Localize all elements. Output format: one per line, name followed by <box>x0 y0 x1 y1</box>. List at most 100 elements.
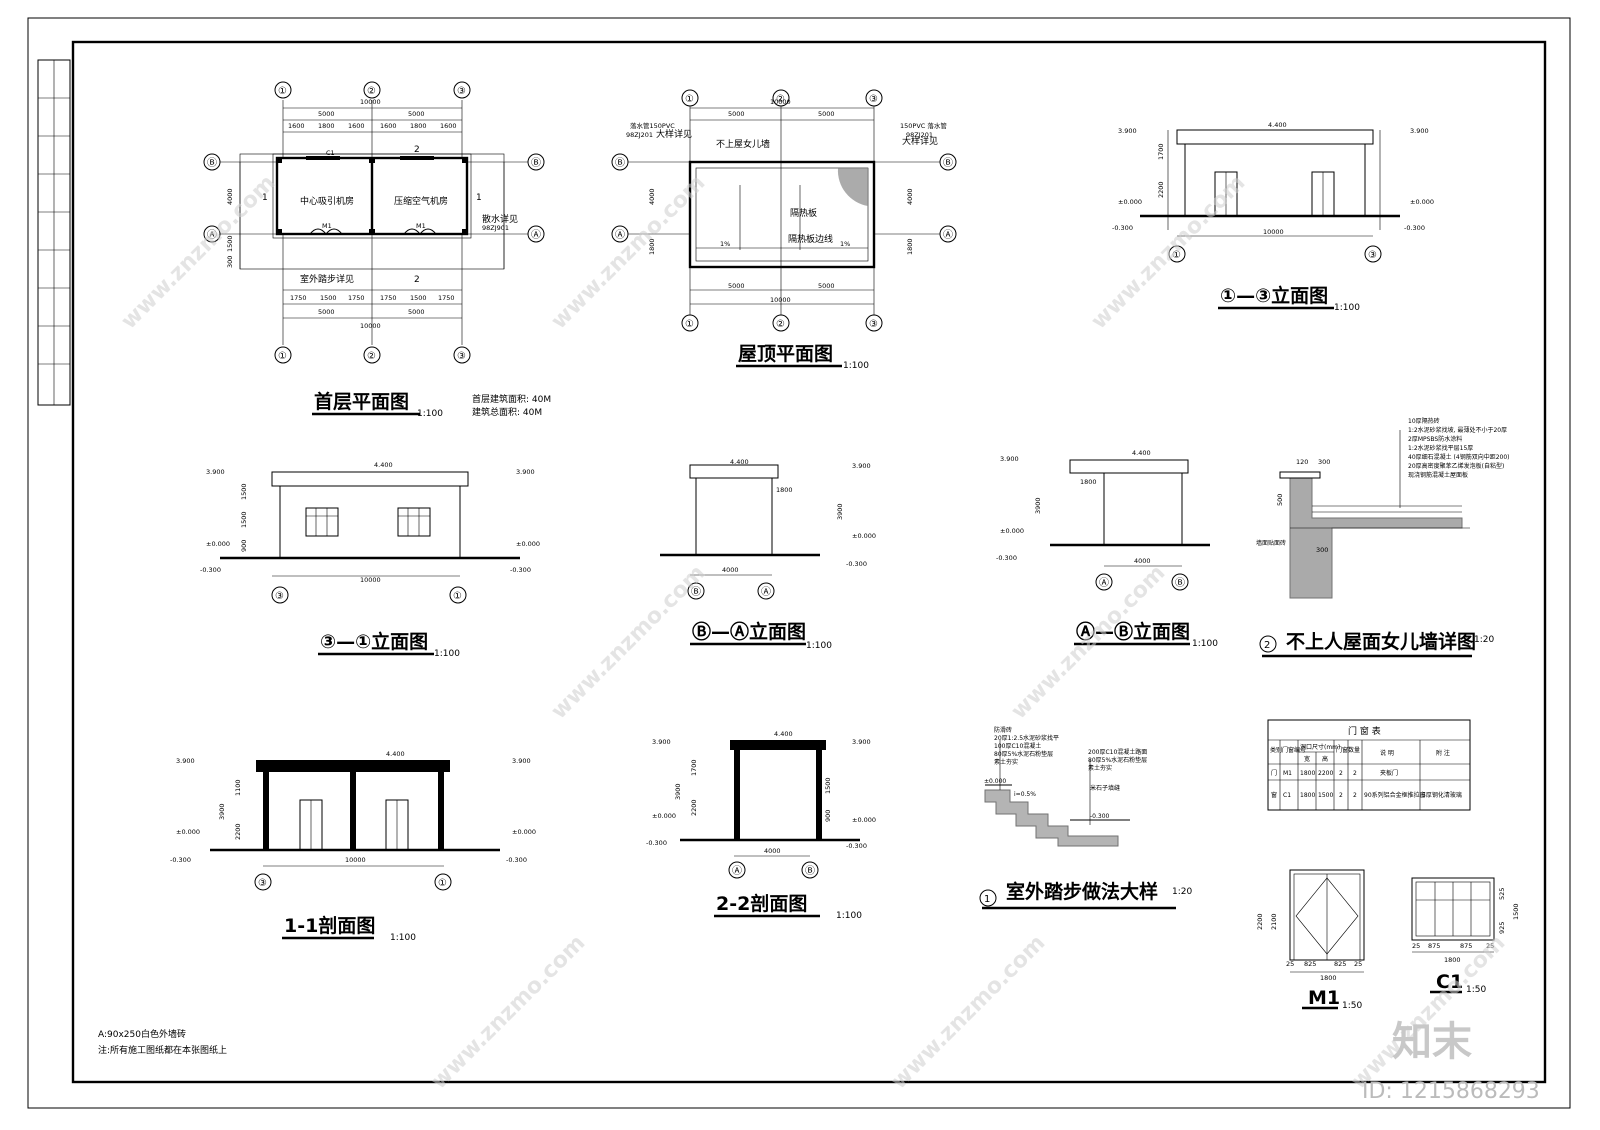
step-note: 室外踏步详见 <box>300 273 354 285</box>
drawing-title: 2-2剖面图 <box>716 892 807 915</box>
table-title: 门 窗 表 <box>1348 725 1381 737</box>
svg-text:www.znzmo.com: www.znzmo.com <box>1347 930 1511 1094</box>
layer-note: 素土夯实 <box>1088 764 1112 772</box>
layer-note: 2厚MPSBS防水涂料 <box>1408 435 1462 443</box>
level: 4.400 <box>1132 449 1151 457</box>
drawing-scale: 1:100 <box>843 361 869 371</box>
window-c1 <box>1411 877 1495 953</box>
layer-note: 1:2水泥砂浆找平层15厚 <box>1408 444 1473 452</box>
level: ±0.000 <box>652 812 676 820</box>
level: 3.900 <box>852 738 871 746</box>
room-label: 中心吸引机房 <box>300 195 354 207</box>
level: 3.900 <box>852 462 871 470</box>
table-cell: 90系列铝合金框推拉窗 <box>1364 791 1426 799</box>
axis-3: ③ <box>1368 250 1377 261</box>
drawing-scale: 1:100 <box>1334 303 1360 313</box>
section-mark: 1 <box>476 193 482 203</box>
dim: 1500 <box>1512 903 1520 920</box>
dim: 1750 <box>290 294 307 302</box>
dim: 10000 <box>360 98 381 106</box>
dim: 1800 <box>776 486 793 494</box>
axis-B: Ⓑ <box>531 157 541 169</box>
axis-B: Ⓑ <box>943 157 953 169</box>
drawing-title: 不上人屋面女儿墙详图 <box>1286 630 1476 653</box>
door-m1 <box>1289 869 1365 973</box>
axis-B: Ⓑ <box>1175 577 1185 589</box>
level: 3.900 <box>1118 127 1137 135</box>
dim: 5000 <box>818 282 835 290</box>
axis-B: Ⓑ <box>615 157 625 169</box>
dim: 1750 <box>438 294 455 302</box>
axis-A: Ⓐ <box>943 229 953 241</box>
level: -0.300 <box>646 839 667 847</box>
section-2-2 <box>680 740 860 879</box>
layer-note: 80厚5%水泥石粉垫层 <box>994 750 1053 758</box>
drawing-title: 首层平面图 <box>314 390 409 413</box>
dim: 900 <box>824 810 832 822</box>
dim: 4000 <box>1134 557 1151 565</box>
axis-B: Ⓑ <box>207 157 217 169</box>
dim: 5000 <box>408 110 425 118</box>
axis-A: Ⓐ <box>207 229 217 241</box>
level: ±0.000 <box>852 532 876 540</box>
level: -0.300 <box>996 554 1017 562</box>
dim: 1700 <box>690 759 698 776</box>
dim: 825 <box>1334 960 1346 968</box>
drawing-scale: 1:100 <box>836 911 862 921</box>
dim: 1100 <box>234 779 242 796</box>
axis-1: ① <box>278 86 287 97</box>
axis-B: Ⓑ <box>691 586 701 598</box>
dim: 5000 <box>728 282 745 290</box>
general-note: 注:所有施工图纸都在本张图纸上 <box>98 1044 227 1056</box>
svg-text:www.znzmo.com: www.znzmo.com <box>427 930 591 1094</box>
table-cell: 夹板门 <box>1380 769 1398 777</box>
table-cell: 1500 <box>1318 792 1333 799</box>
dim: 1600 <box>380 122 397 130</box>
drawing-title: ①—③立面图 <box>1220 284 1328 307</box>
axis-2: ② <box>776 319 785 330</box>
inner-border <box>71 40 1547 1084</box>
level: -0.300 <box>510 566 531 574</box>
dim: 1600 <box>348 122 365 130</box>
level: 3.900 <box>206 468 225 476</box>
level: 3.900 <box>176 757 195 765</box>
dim: 5000 <box>408 308 425 316</box>
side-strip-rows <box>38 60 70 405</box>
axis-2: ② <box>367 86 376 97</box>
detail-number: 1 <box>984 894 990 905</box>
ref-note: 98ZJ201 <box>906 131 933 139</box>
svg-text:www.znzmo.com: www.znzmo.com <box>547 170 711 334</box>
axis-3: ③ <box>869 94 878 105</box>
elevation-b-a <box>660 464 820 600</box>
dim: 1800 <box>648 238 656 255</box>
drawing-title: Ⓐ—Ⓑ立面图 <box>1076 620 1190 643</box>
level: -0.300 <box>846 560 867 568</box>
dim: 1600 <box>440 122 457 130</box>
window-tag: C1 <box>326 149 335 157</box>
drawing-title: 1-1剖面图 <box>284 914 375 937</box>
table-cell: C1 <box>1283 792 1291 799</box>
dim: 5000 <box>728 110 745 118</box>
dim: 4000 <box>906 188 914 205</box>
note: 墙面贴面砖 <box>1256 539 1286 547</box>
drawing-scale: 1:50 <box>1466 985 1486 995</box>
dim: 10000 <box>360 322 381 330</box>
table-header: 洞口尺寸(mm) <box>1300 743 1340 751</box>
layer-note: 20厚1:2.5水泥砂浆找平 <box>994 734 1059 742</box>
dim: 1800 <box>410 122 427 130</box>
drawing-title: 室外踏步做法大样 <box>1006 880 1158 903</box>
axis-B: Ⓑ <box>805 865 815 877</box>
dim: 500 <box>1276 494 1284 506</box>
level: -0.300 <box>1404 224 1425 232</box>
outer-border <box>27 17 1571 1109</box>
table-cell: 2 <box>1353 792 1357 799</box>
layer-note: 1:2水泥砂浆找坡, 最薄处不小于20厚 <box>1408 426 1507 434</box>
drawing-title: 屋顶平面图 <box>738 343 833 365</box>
level: -0.300 <box>506 856 527 864</box>
table-cell: 门 <box>1271 769 1277 777</box>
axis-1: ① <box>685 94 694 105</box>
drawing-scale: 1:100 <box>806 641 832 651</box>
dim: 3900 <box>836 503 844 520</box>
table-cell: 窗 <box>1271 791 1277 799</box>
